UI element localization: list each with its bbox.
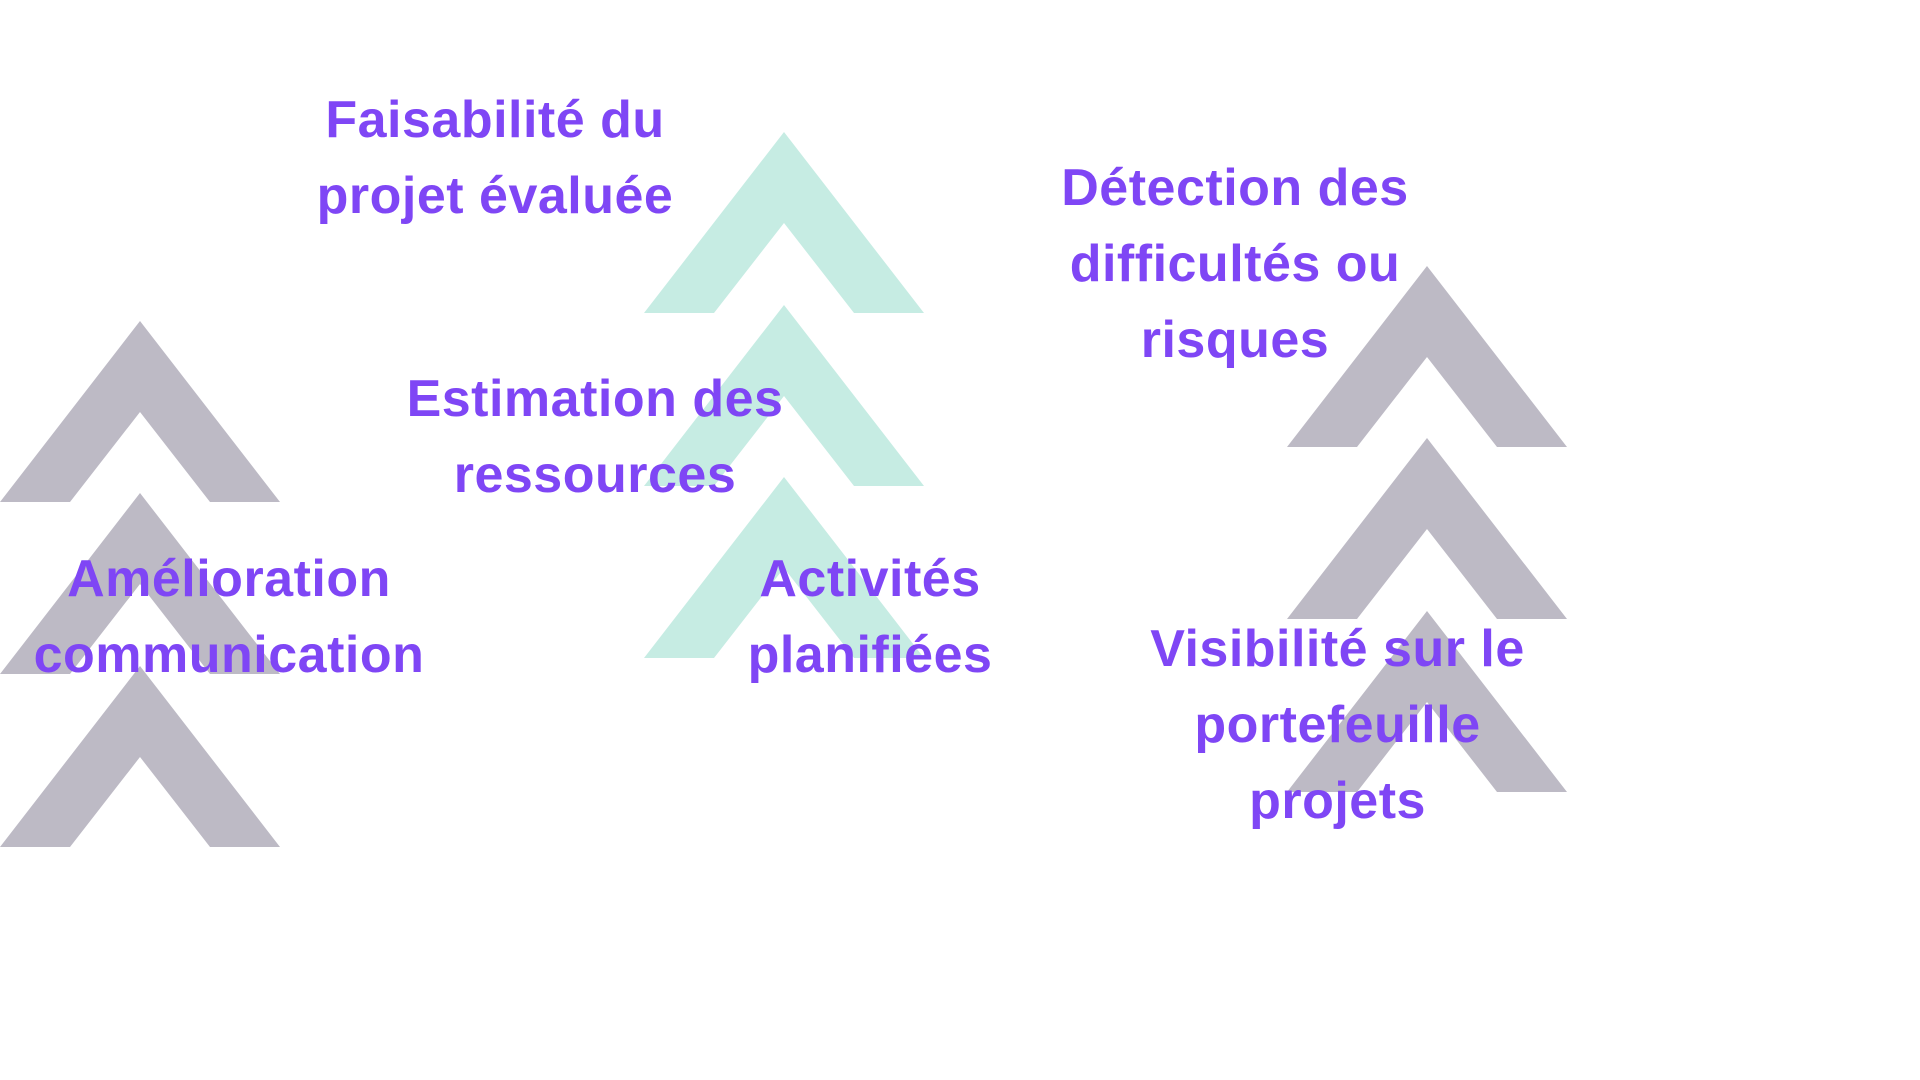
chevron-up-icon [1287,266,1567,447]
chevron-up-icon [644,132,924,313]
label-line: portefeuille [1194,696,1481,754]
chevron-up-icon [644,305,924,486]
label-line: Activités [759,550,981,608]
label-line: ressources [453,446,737,504]
label-line: Visibilité sur le [1150,620,1525,678]
chevron-up-icon [1287,438,1567,619]
chevron-up-icon [0,321,280,502]
chevron-arrows-layer [0,132,1567,847]
label-line: risques [1140,311,1330,369]
label-amelioration: Amélioration communication [0,541,458,693]
label-line: projet évaluée [316,167,674,225]
right-chevron-column [1287,266,1567,792]
label-detection: Détection des difficultés ou risques [1020,150,1450,378]
label-visibilite: Visibilité sur le portefeuille projets [1115,611,1560,839]
label-line: Détection des [1061,159,1409,217]
label-line: Faisabilité du [325,91,665,149]
label-line: planifiées [747,626,993,684]
left-chevron-column [0,321,280,847]
center-chevron-column [644,132,924,658]
label-line: communication [33,626,425,684]
chevron-up-icon [1287,611,1567,792]
label-activites: Activités planifiées [720,541,1020,693]
benefits-diagram: Faisabilité du projet évaluée Estimation… [0,82,1567,847]
label-faisabilite: Faisabilité du projet évaluée [280,82,710,234]
label-line: Amélioration [67,550,391,608]
chevron-up-icon [0,666,280,847]
label-line: projets [1249,772,1426,830]
label-line: difficultés ou [1069,235,1401,293]
chevron-up-icon [644,477,924,658]
label-line: Estimation des [406,370,784,428]
chevron-up-icon [0,493,280,674]
label-estimation: Estimation des ressources [380,361,810,513]
